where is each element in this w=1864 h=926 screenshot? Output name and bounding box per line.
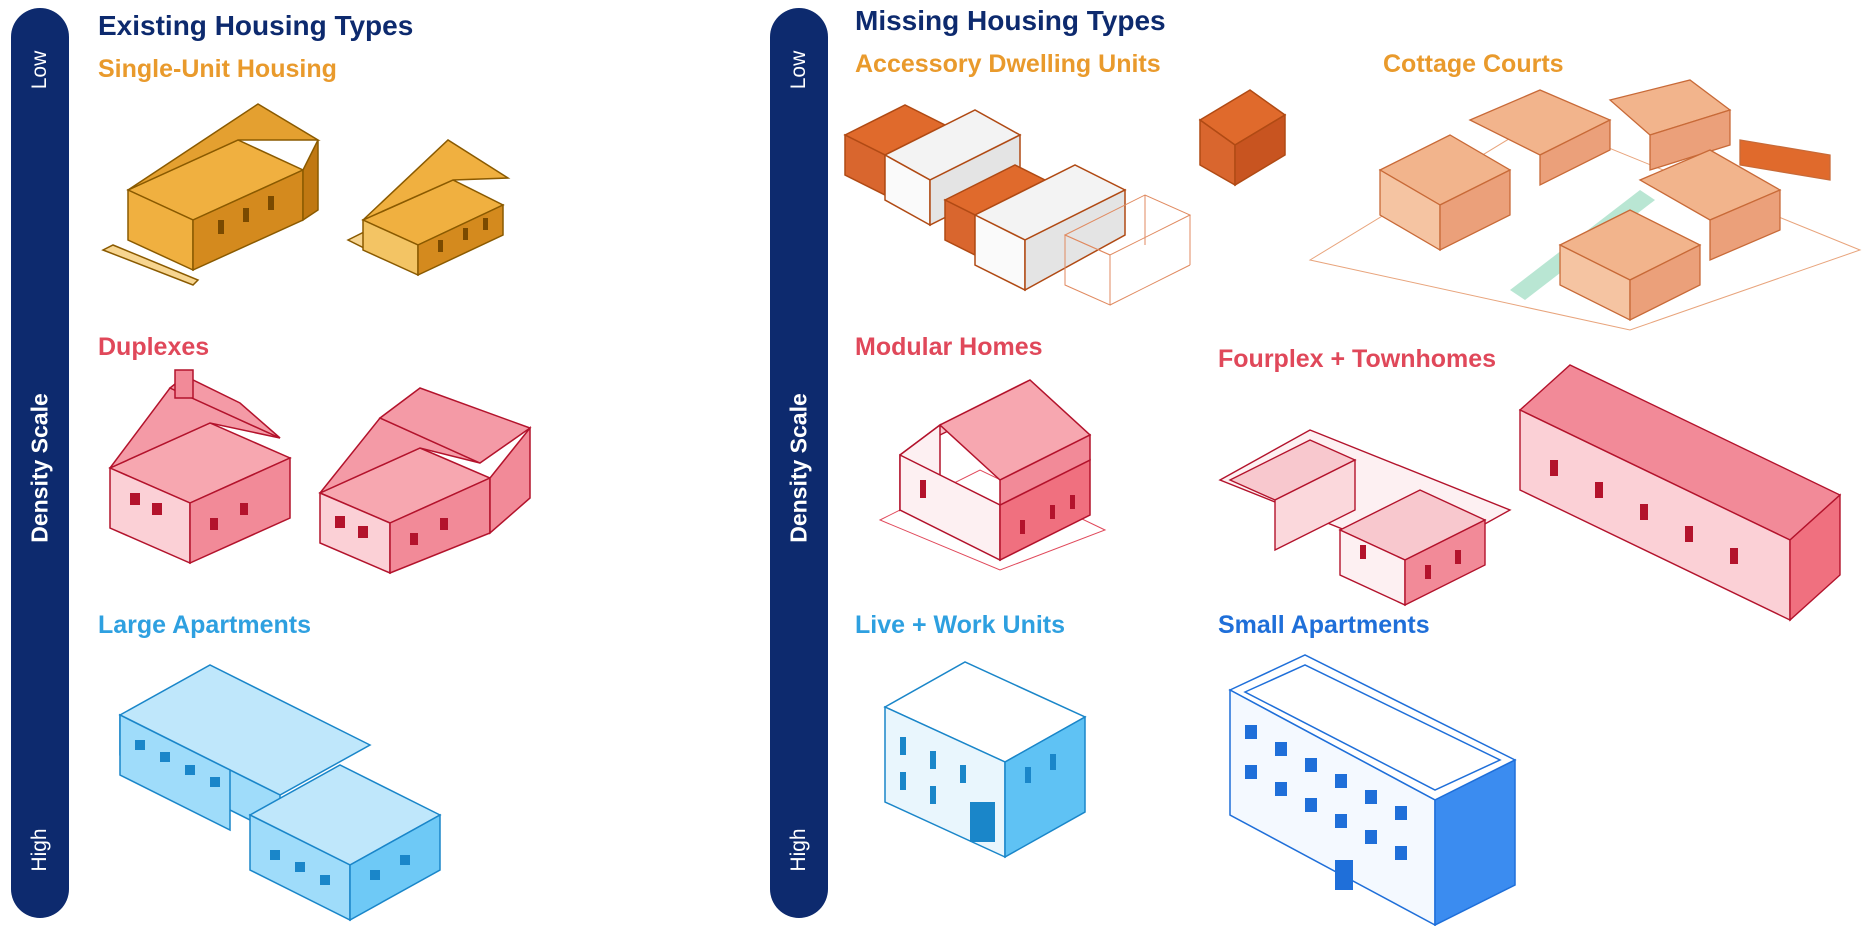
density-scale-bar-missing: Low Density Scale High (770, 8, 828, 918)
large-apartments-label: Large Apartments (98, 611, 312, 639)
small-apartments-label: Small Apartments (1218, 611, 1430, 639)
cottage-courts-icon (1308, 79, 1862, 331)
live-work-units-label: Live + Work Units (855, 611, 1066, 639)
duplexes-label: Duplexes (98, 333, 210, 361)
existing-housing-heading: Existing Housing Types (98, 10, 414, 41)
single-unit-housing-label: Single-Unit Housing (98, 55, 337, 83)
accessory-dwelling-units-label: Accessory Dwelling Units (855, 50, 1161, 78)
fourplex-townhomes-label: Fourplex + Townhomes (1218, 345, 1497, 373)
density-scale-bar-existing: Low Density Scale High (11, 8, 69, 918)
accessory-dwelling-units-icon (843, 89, 1287, 306)
live-work-units-icon (883, 661, 1087, 859)
duplex-houses-icon (108, 369, 532, 575)
large-apartment-icon (118, 664, 442, 922)
modular-homes-label: Modular Homes (855, 333, 1043, 361)
scale-title-label: Density Scale (26, 393, 53, 543)
cottage-courts-label: Cottage Courts (1383, 50, 1564, 78)
small-apartment-icon (1228, 654, 1517, 926)
scale-title-label: Density Scale (785, 393, 812, 543)
modular-home-icon (878, 379, 1107, 571)
scale-high-label: High (787, 828, 810, 872)
scale-low-label: Low (28, 50, 51, 90)
missing-housing-heading: Missing Housing Types (855, 5, 1166, 36)
single-unit-houses-icon (101, 103, 511, 286)
scale-high-label: High (28, 828, 51, 872)
fourplex-townhomes-icon (1218, 364, 1842, 622)
scale-low-label: Low (787, 50, 810, 90)
